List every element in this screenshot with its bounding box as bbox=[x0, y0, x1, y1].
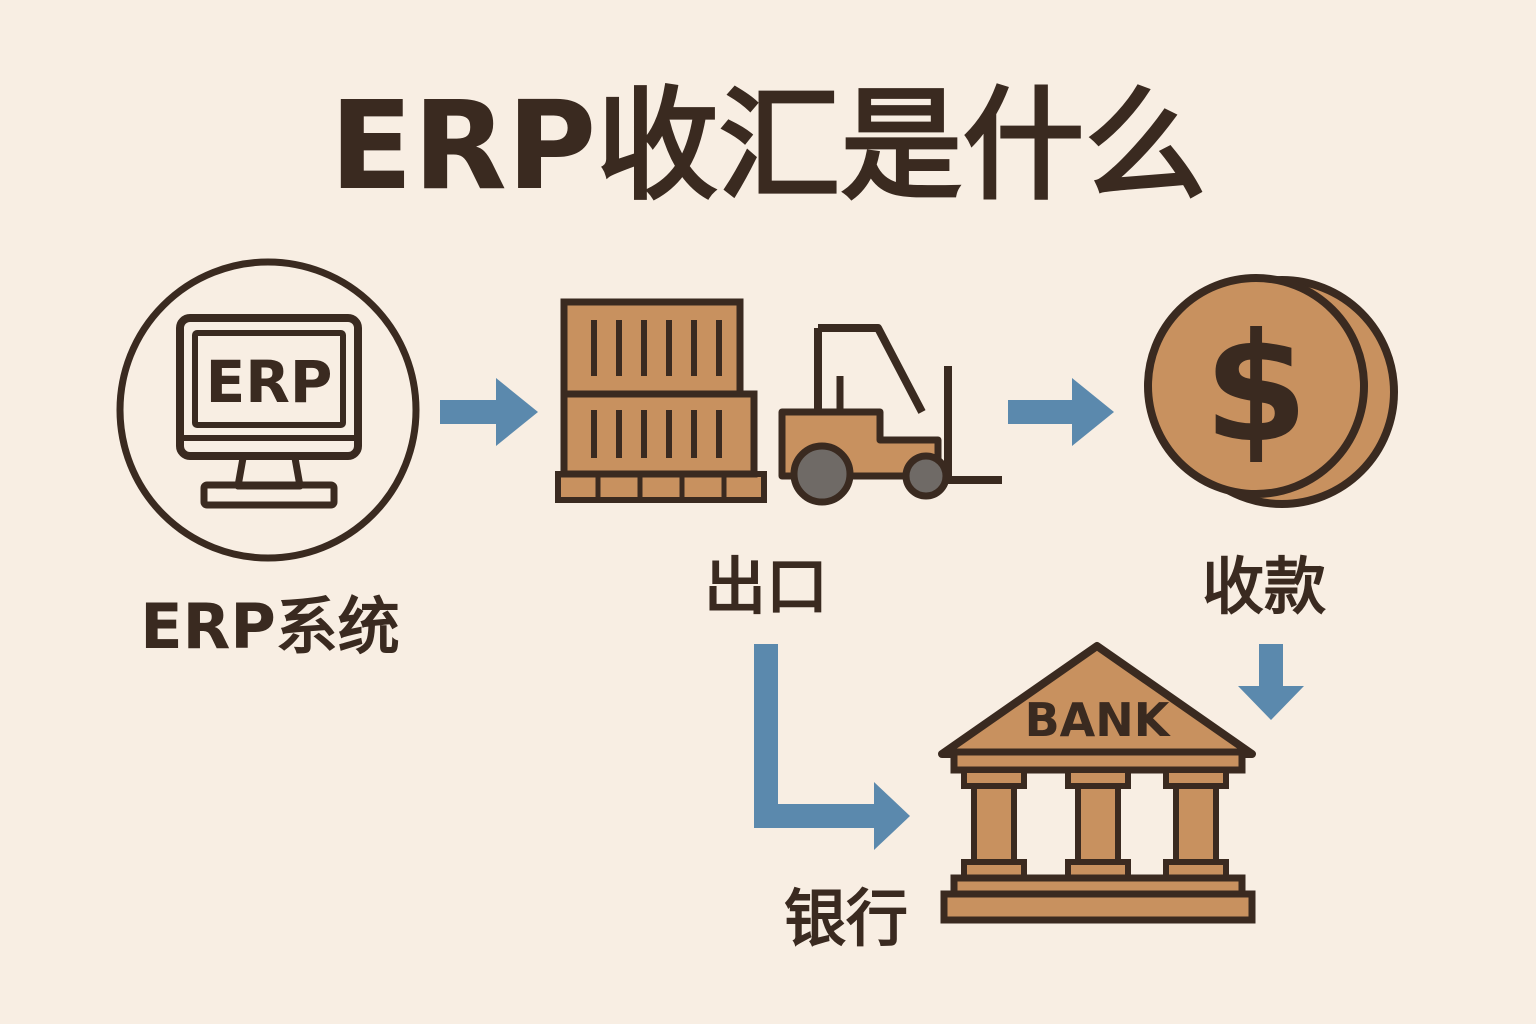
cargo-forklift-icon bbox=[555, 298, 1002, 506]
arrow-down-icon bbox=[1238, 644, 1304, 720]
payment-label: 收款 bbox=[1202, 550, 1326, 623]
arrow-right-icon bbox=[1008, 378, 1114, 446]
computer-screen-text: ERP bbox=[206, 348, 333, 416]
arrow-elbow-icon bbox=[754, 644, 910, 850]
page-title: ERP收汇是什么 bbox=[330, 75, 1207, 217]
bank-label: 银行 bbox=[784, 882, 908, 955]
bank-icon: BANK bbox=[938, 642, 1256, 924]
export-label: 出口 bbox=[704, 550, 828, 623]
bank-sign-text: BANK bbox=[1025, 693, 1172, 747]
coin-icon: $ bbox=[1144, 274, 1398, 508]
dollar-symbol: $ bbox=[1204, 302, 1308, 476]
computer-icon: ERP bbox=[116, 258, 420, 562]
arrow-right-icon bbox=[440, 378, 538, 446]
erp-system-label: ERP系统 bbox=[140, 590, 400, 663]
